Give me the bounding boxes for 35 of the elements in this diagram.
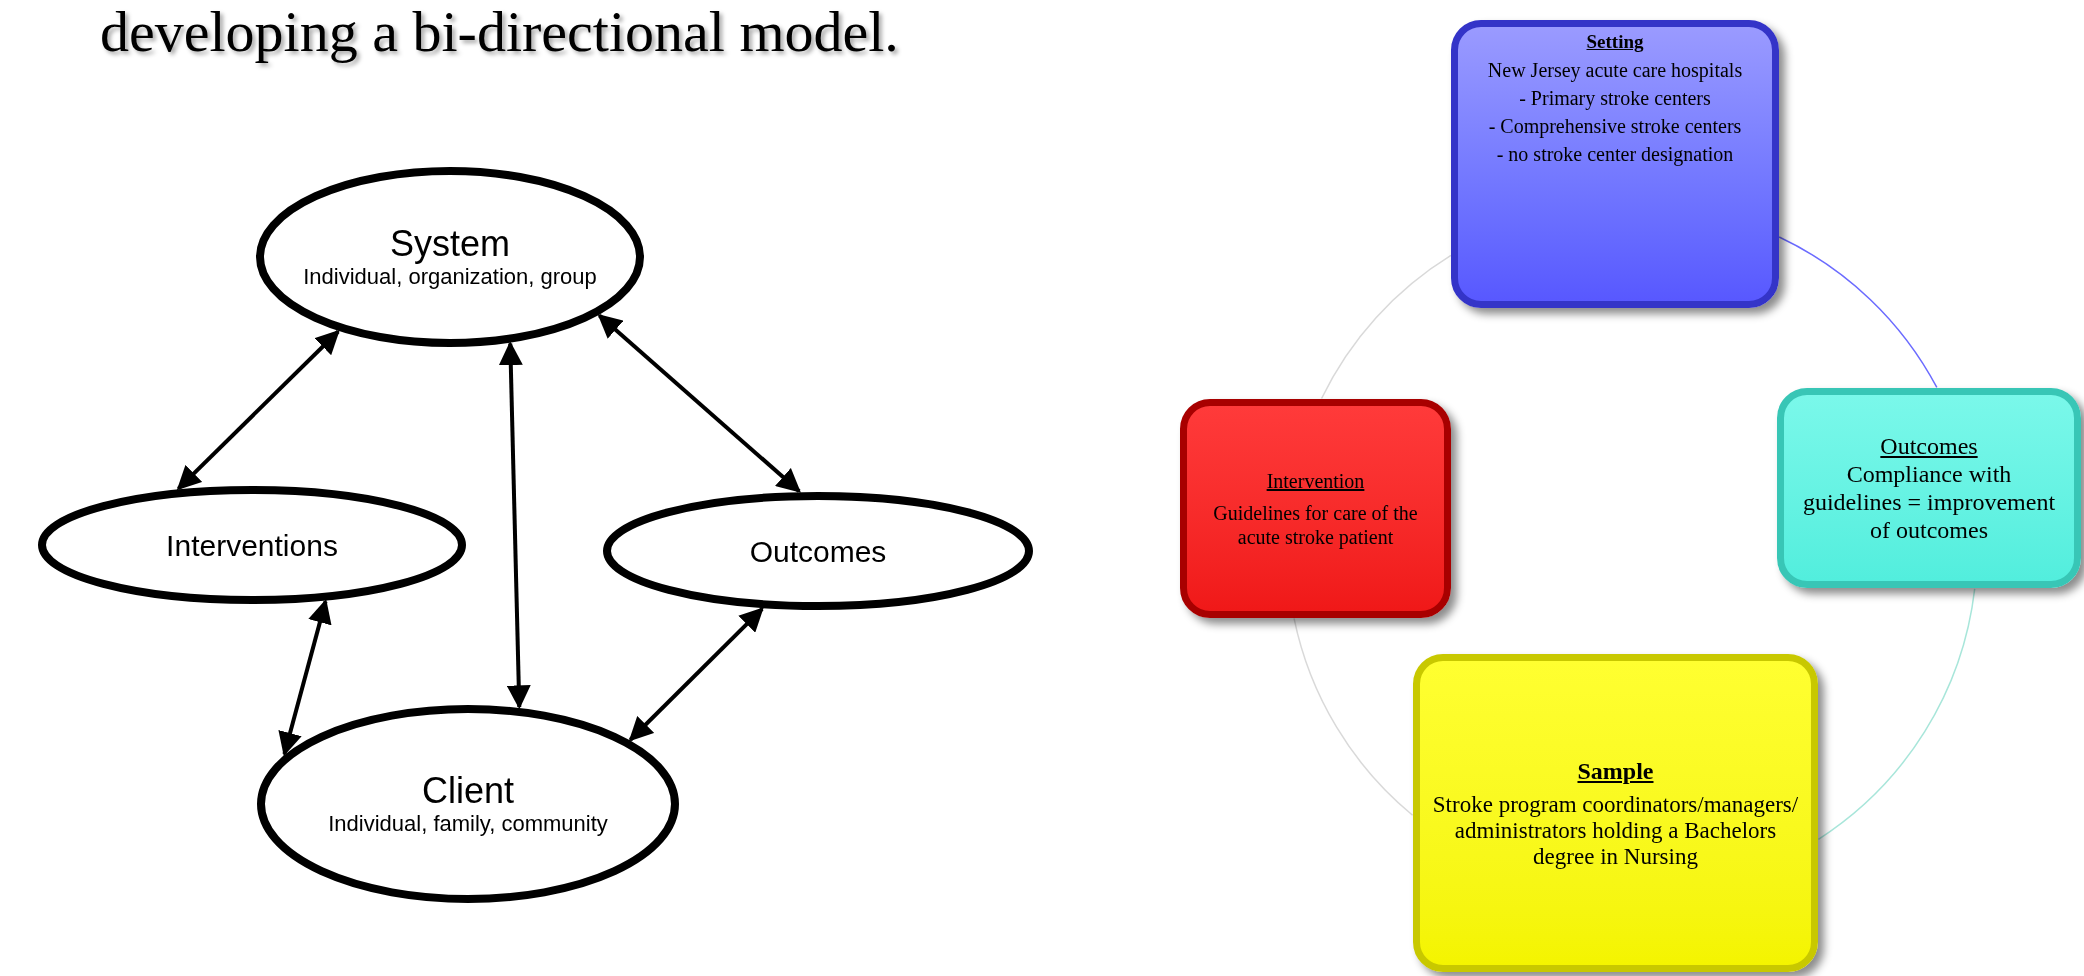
double-arrow [597,313,801,493]
double-arrow [498,341,531,710]
ellipse-node [256,704,680,904]
node-title: System [390,224,510,264]
card-text: - Comprehensive stroke centers [1488,115,1742,137]
node-title: Outcomes [749,533,887,570]
node-subtitle: Individual, family, community [328,811,608,837]
ellipse-node [602,491,1034,611]
card-heading: Outcomes [1880,432,1978,460]
card-text: New Jersey acute care hospitals [1487,59,1743,81]
double-arrow [176,329,340,491]
connector-line [1320,254,1452,400]
double-arrow [628,607,764,742]
node-subtitle: Individual, organization, group [303,264,597,290]
card-heading: Setting [1586,31,1644,53]
card-text: Guidelines for care of the acute stroke patient [1212,500,1419,549]
node-title: Interventions [166,527,338,564]
connector-line [1293,617,1414,816]
rounded-card [1451,20,1779,308]
rounded-card [1777,388,2081,588]
ellipse-node [37,485,467,605]
card-text: - Primary stroke centers [1519,87,1711,109]
rounded-card [1413,654,1818,972]
ellipse-node [255,166,645,348]
heading-text: developing a bi-directional model. [100,0,899,64]
card-heading: Intervention [1266,468,1365,493]
rounded-card [1180,399,1451,618]
card-text: Stroke program coordinators/managers/ administrators holding a Bachelors degree in Nursing [1432,792,1799,870]
connector-line [1778,236,1938,389]
card-heading: Sample [1577,757,1654,786]
double-arrow [278,599,332,757]
node-title: Client [421,771,514,811]
connector-line [1817,588,1976,841]
card-text: - no stroke center designation [1496,143,1734,165]
card-text: Compliance with guidelines = improvement of outcomes [1801,460,2057,544]
